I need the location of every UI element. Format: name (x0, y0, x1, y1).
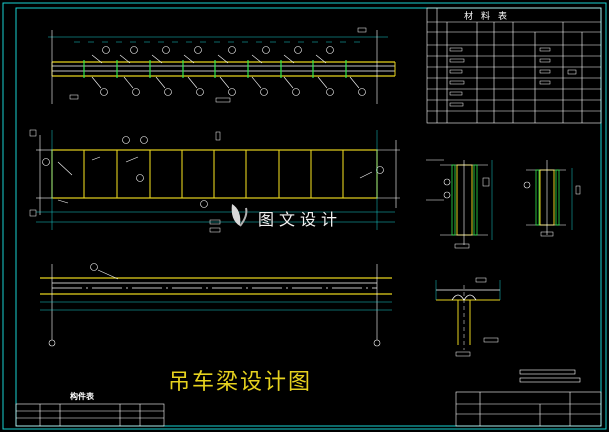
inner-frame (15, 7, 602, 427)
material-table-entries (449, 47, 577, 107)
material-table-title: 材料表 (464, 12, 516, 22)
bottom-elevation-view (40, 263, 392, 347)
leaf-logo-icon (231, 204, 248, 227)
section-detail-1 (426, 159, 493, 249)
title-block (455, 369, 602, 427)
joint-detail (435, 277, 501, 357)
top-elevation-view (48, 27, 396, 104)
drawing-title: 吊车梁设计图 (168, 370, 313, 395)
section-detail-2 (523, 160, 581, 237)
part-table-title: 构件表 (70, 392, 94, 401)
middle-plan-view (29, 129, 400, 233)
part-table (15, 403, 165, 427)
material-table (426, 7, 602, 124)
watermark-text: 图文设计 (258, 210, 343, 229)
